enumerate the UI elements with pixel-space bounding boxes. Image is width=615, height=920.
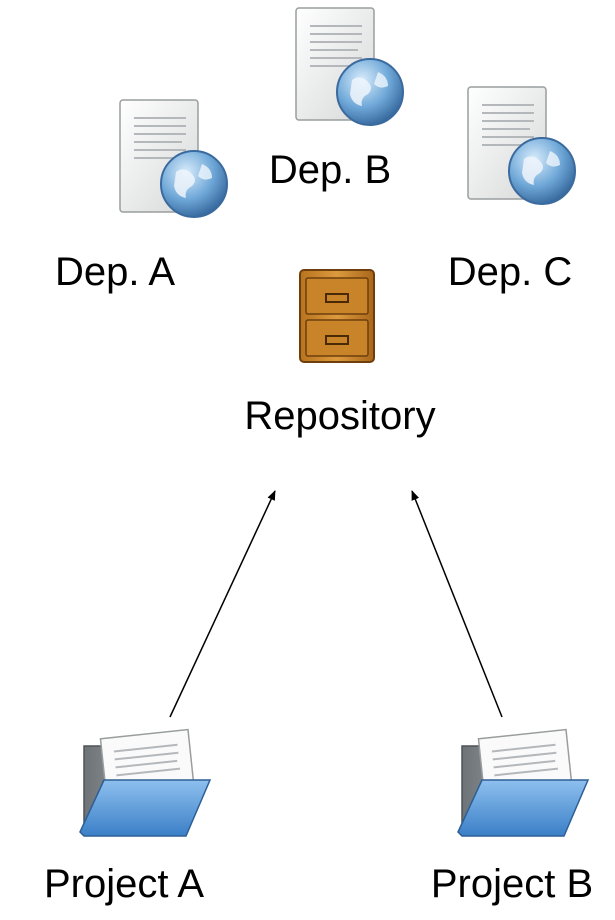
node-label: Dep. C <box>447 250 573 294</box>
arrow-project-b-to-repository <box>411 490 503 718</box>
node-label: Dep. B <box>268 148 392 192</box>
arrow-project-a-to-repository <box>169 490 276 718</box>
web-document-icon <box>295 7 404 126</box>
open-folder-icon <box>457 728 590 837</box>
node-label: Project B <box>430 862 594 906</box>
open-folder-icon <box>79 728 212 837</box>
node-label: Repository <box>244 394 436 438</box>
web-document-icon <box>467 86 576 205</box>
file-cabinet-icon <box>299 269 375 363</box>
node-label: Dep. A <box>54 250 176 294</box>
web-document-icon <box>119 99 228 218</box>
node-label: Project A <box>43 862 205 906</box>
